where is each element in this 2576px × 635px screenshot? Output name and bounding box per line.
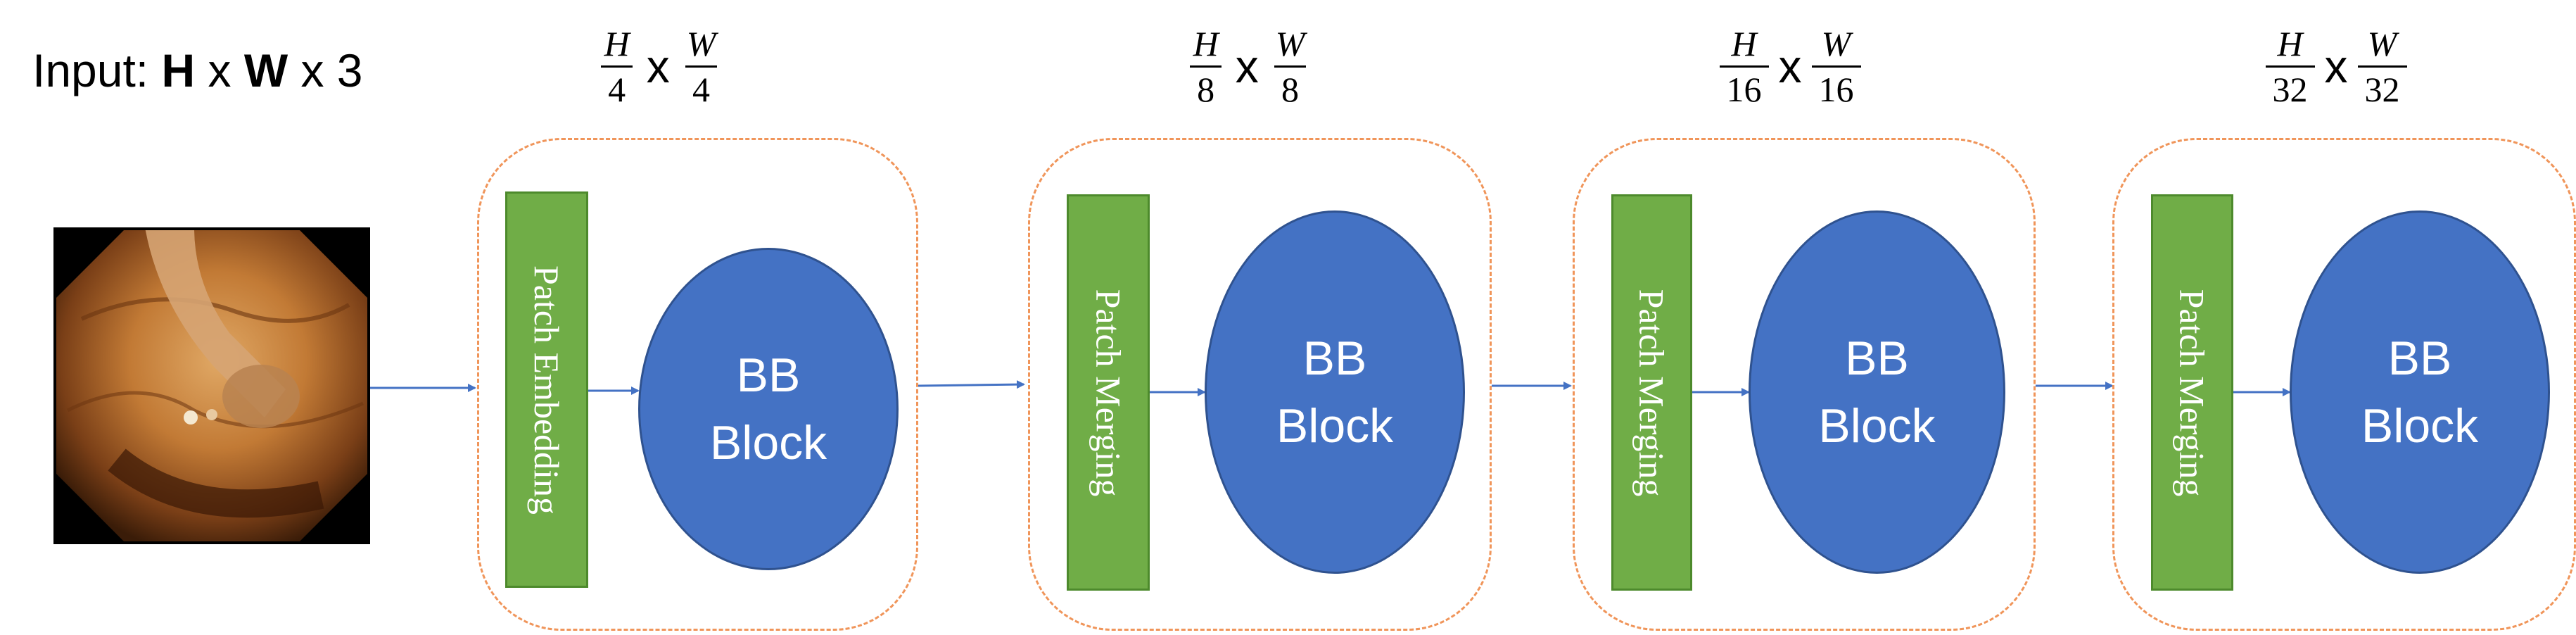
- stage2-patch-label: Patch Merging: [1089, 289, 1128, 496]
- input-image: [53, 227, 370, 544]
- stage3-patch-label: Patch Merging: [1632, 289, 1672, 496]
- stage4-times-sign: x: [2324, 40, 2348, 92]
- stage3-bb-block: BB Block: [1749, 210, 2005, 574]
- stage1-bb-line1: BB: [736, 348, 801, 402]
- stage3-times-sign: x: [1778, 40, 1802, 92]
- stage2-bb-line2: Block: [1276, 399, 1394, 453]
- stage4-box: [2112, 138, 2576, 631]
- stage2-bb-line1: BB: [1302, 332, 1367, 385]
- stage1-box: [477, 138, 918, 631]
- stage3-bb-line1: BB: [1845, 332, 1909, 385]
- stage4-patch-merging: Patch Merging: [2151, 194, 2233, 591]
- stage3-patch-merging: Patch Merging: [1611, 194, 1692, 591]
- endoscopy-photo-icon: [56, 230, 367, 541]
- stage4-bb-block: BB Block: [2290, 210, 2550, 574]
- stage1-patch-embedding: Patch Embedding: [505, 191, 588, 588]
- stage2-patch-merging: Patch Merging: [1067, 194, 1150, 591]
- stage3-box: [1573, 138, 2036, 631]
- stage1-patch-label: Patch Embedding: [527, 265, 567, 515]
- stage4-bb-line2: Block: [2361, 399, 2479, 453]
- stage4-patch-label: Patch Merging: [2172, 289, 2212, 496]
- stage1-times-sign: x: [646, 40, 670, 92]
- stage2-bb-block: BB Block: [1205, 210, 1465, 574]
- input-size-label: Input: H x W x 3: [32, 44, 363, 96]
- stage1-bb-block: BB Block: [638, 248, 899, 570]
- arrow-stage1-to-stage2: [918, 380, 1025, 389]
- stage2-times-sign: x: [1235, 40, 1259, 92]
- stage3-bb-line2: Block: [1818, 399, 1936, 453]
- stage4-bb-line1: BB: [2387, 332, 2452, 385]
- stage1-bb-line2: Block: [709, 416, 827, 470]
- stage2-box: [1028, 138, 1492, 631]
